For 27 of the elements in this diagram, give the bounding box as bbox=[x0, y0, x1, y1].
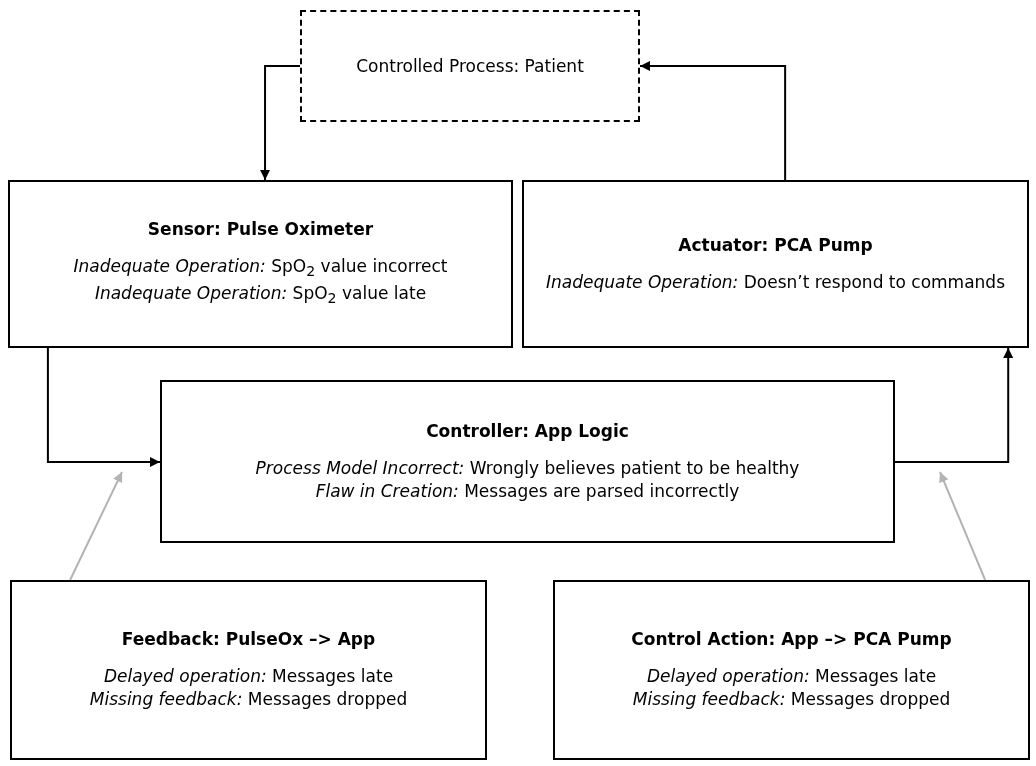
process-box bbox=[8, 180, 513, 348]
box-text: Inadequate Operation: Doesn’t respond to commands bbox=[546, 270, 1005, 294]
arrow bbox=[939, 471, 987, 581]
dashed-process-box bbox=[300, 10, 640, 122]
box-text: Flaw in Creation: Messages are parsed incorrectly bbox=[315, 479, 740, 503]
arrow bbox=[260, 65, 301, 181]
arrow bbox=[639, 61, 787, 181]
box-text: Inadequate Operation: SpO$_{2}$ value late bbox=[94, 282, 427, 309]
process-box bbox=[553, 580, 1030, 760]
box-text: Missing feedback: Messages dropped bbox=[89, 688, 408, 711]
box-text: Delayed operation: Messages late bbox=[646, 665, 937, 688]
box-heading: Actuator: PCA Pump bbox=[678, 234, 873, 255]
box-text: Process Model Incorrect: Wrongly believes patient to be healthy bbox=[255, 456, 800, 480]
arrow bbox=[46, 347, 161, 467]
box-text: Inadequate Operation: SpO$_{2}$ value incorrect bbox=[73, 255, 448, 282]
box-heading: Controlled Process: Patient bbox=[356, 54, 584, 78]
box-text: Delayed operation: Messages late bbox=[103, 665, 394, 688]
box-heading: Control Action: App –> PCA Pump bbox=[631, 629, 952, 650]
box-text: Missing feedback: Messages dropped bbox=[632, 688, 951, 711]
arrow bbox=[894, 347, 1014, 463]
process-box bbox=[522, 180, 1029, 348]
box-heading: Controller: App Logic bbox=[426, 420, 629, 441]
box-heading: Feedback: PulseOx –> App bbox=[121, 629, 376, 650]
arrow bbox=[69, 471, 123, 581]
process-box bbox=[10, 580, 487, 760]
box-heading: Sensor: Pulse Oximeter bbox=[147, 219, 374, 240]
process-box bbox=[160, 380, 895, 543]
